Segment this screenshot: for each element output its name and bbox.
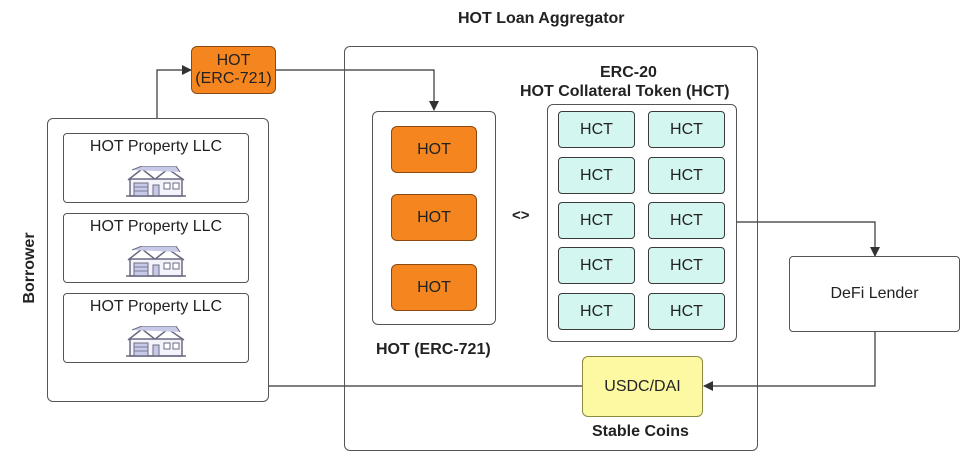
hct-token: HCT — [648, 247, 725, 284]
arrow-hct-to-lender — [737, 221, 880, 257]
hct-token: HCT — [648, 202, 725, 239]
property-card: HOT Property LLC — [63, 293, 249, 363]
hot-token-line1: HOT — [216, 52, 251, 69]
hot-token-node: HOT — [391, 194, 477, 241]
hct-token: HCT — [558, 202, 635, 239]
borrower-label: Borrower — [21, 232, 38, 304]
property-label: HOT Property LLC — [89, 218, 223, 235]
hot-token-node: HOT (ERC-721) — [191, 46, 276, 94]
house-icon — [126, 326, 186, 357]
hct-token: HCT — [648, 111, 725, 148]
hct-token: HCT — [558, 247, 635, 284]
property-label: HOT Property LLC — [89, 138, 223, 155]
swap-symbol: <> — [512, 207, 530, 224]
hot-token-node: HOT — [391, 264, 477, 311]
stablecoin-caption: Stable Coins — [592, 423, 689, 440]
hct-token: HCT — [648, 293, 725, 330]
arrow-borrower-to-hot-token — [156, 65, 192, 118]
arrow-lender-to-stablecoin — [703, 332, 876, 391]
hct-token: HCT — [558, 111, 635, 148]
hct-header-line1: ERC-20 — [600, 64, 657, 81]
hot-token-line2: (ERC-721) — [195, 70, 272, 87]
aggregator-container — [344, 46, 758, 451]
property-card: HOT Property LLC — [63, 133, 249, 203]
hct-header-line2: HOT Collateral Token (HCT) — [520, 83, 730, 100]
house-icon — [126, 166, 186, 197]
hct-token: HCT — [648, 157, 725, 194]
property-card: HOT Property LLC — [63, 213, 249, 283]
stablecoin-node: USDC/DAI — [582, 356, 703, 417]
property-label: HOT Property LLC — [89, 298, 223, 315]
hct-token: HCT — [558, 157, 635, 194]
arrow-hot-token-to-nft-group — [276, 69, 439, 111]
defi-lender-node: DeFi Lender — [789, 256, 960, 332]
diagram-title: HOT Loan Aggregator — [458, 10, 625, 27]
hot-token-node: HOT — [391, 126, 477, 173]
hct-token: HCT — [558, 293, 635, 330]
house-icon — [126, 246, 186, 277]
nft-group-label: HOT (ERC-721) — [376, 341, 491, 358]
